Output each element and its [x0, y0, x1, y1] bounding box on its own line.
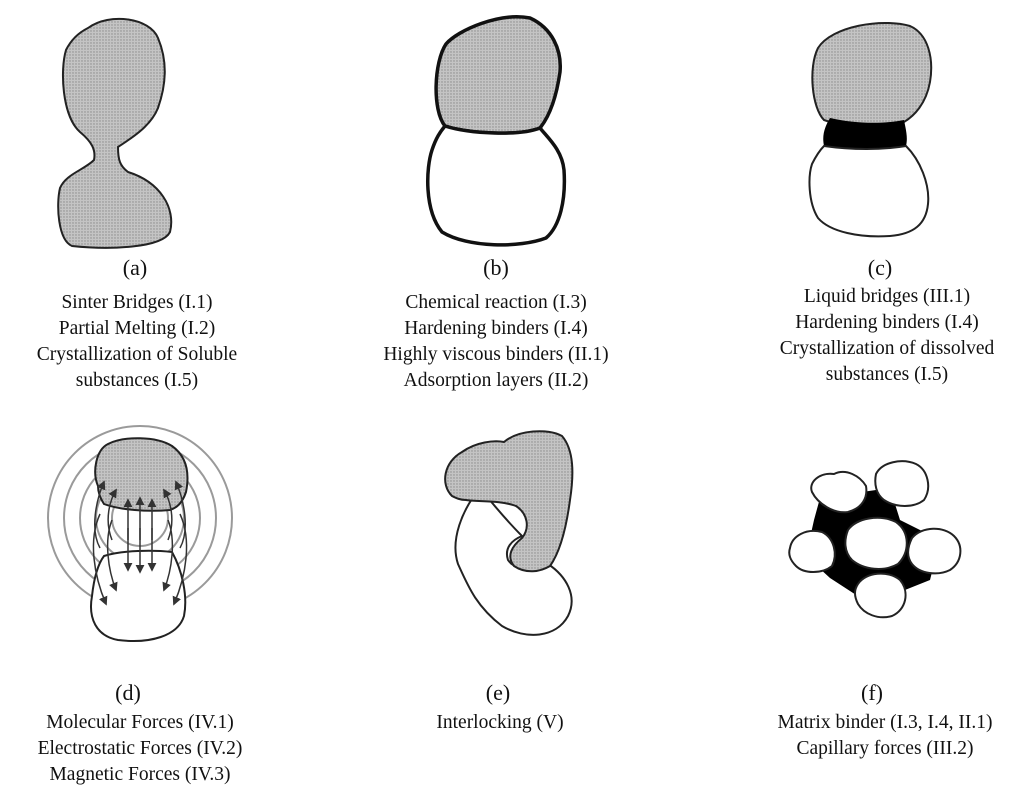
- panel-f-description: Matrix binder (I.3, I.4, II.1) Capillary…: [738, 710, 1032, 762]
- panel-f-line-2: Capillary forces (III.2): [738, 736, 1032, 762]
- panel-f-line-1: Matrix binder (I.3, I.4, II.1): [738, 710, 1032, 736]
- panel-f-label: (f): [832, 680, 912, 706]
